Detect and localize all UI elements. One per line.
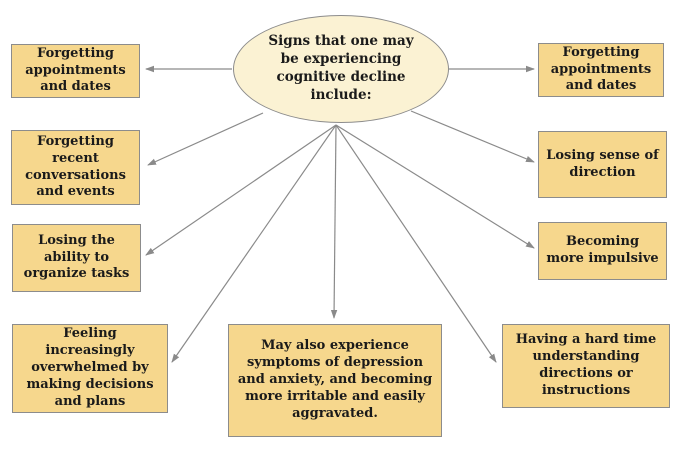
arrow-to-losing-ability-organize-tasks: [145, 124, 337, 256]
central-topic-label: Signs that one may be experiencing cogni…: [268, 33, 414, 103]
node-becoming-more-impulsive: Becoming more impulsive: [538, 222, 667, 280]
node-losing-sense-of-direction: Losing sense of direction: [538, 131, 667, 198]
node-forgetting-recent-conversations: Forgetting recent conversations and even…: [11, 130, 140, 205]
arrow-to-feeling-overwhelmed-decisions: [171, 124, 337, 363]
arrow-to-becoming-more-impulsive: [335, 124, 535, 249]
arrow-to-hard-time-understanding: [335, 124, 497, 363]
node-hard-time-understanding: Having a hard time understanding directi…: [502, 324, 670, 408]
arrow-to-forgetting-recent-conversations: [147, 112, 264, 166]
arrow-to-depression-anxiety-irritable: [330, 124, 338, 319]
node-forgetting-appointments-left: Forgetting appointments and dates: [11, 44, 140, 98]
node-depression-anxiety-irritable: May also experience symptoms of depressi…: [228, 324, 442, 437]
central-topic-ellipse: Signs that one may be experiencing cogni…: [233, 15, 449, 123]
node-losing-ability-organize-tasks: Losing the ability to organize tasks: [12, 224, 141, 292]
arrow-to-losing-sense-of-direction: [410, 110, 535, 163]
node-forgetting-appointments-right: Forgetting appointments and dates: [538, 43, 664, 97]
node-feeling-overwhelmed-decisions: Feeling increasingly overwhelmed by maki…: [12, 324, 168, 413]
